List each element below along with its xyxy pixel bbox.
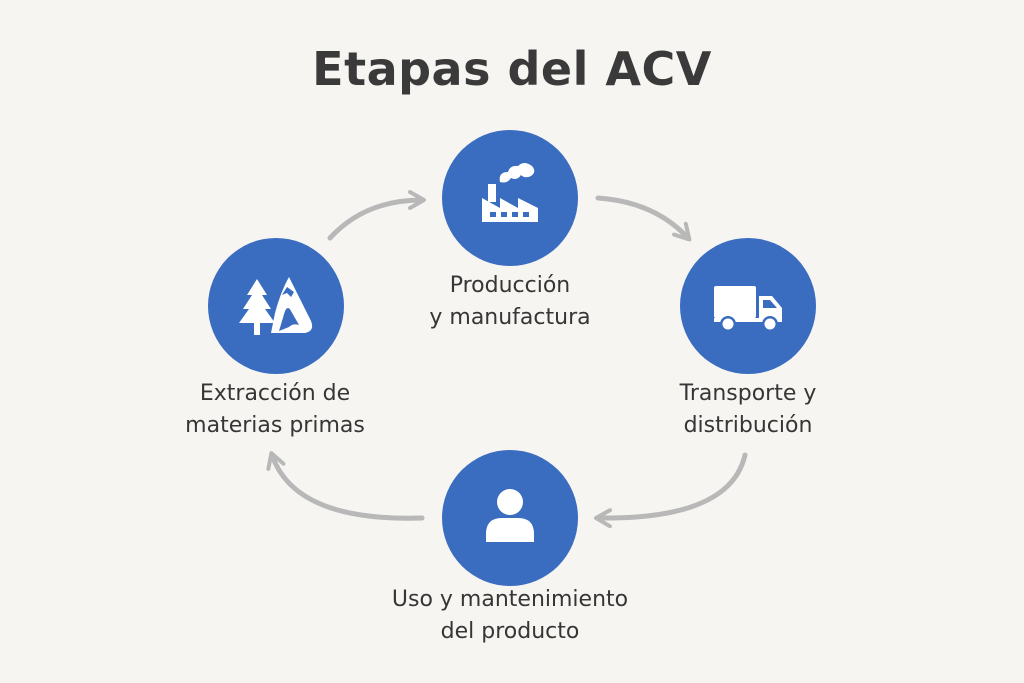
stage-production-label: Producción y manufactura <box>429 273 591 330</box>
arrow-transport-to-use <box>594 452 748 529</box>
stage-use-circle <box>442 450 578 586</box>
arrow-extraction-to-production <box>327 190 426 241</box>
tree-mountain-icon <box>239 277 313 335</box>
stage-use-label: Uso y mantenimiento del producto <box>391 587 629 644</box>
person-icon <box>486 489 534 542</box>
truck-icon <box>714 286 782 332</box>
page-title: Etapas del ACV <box>312 42 712 96</box>
stage-production-circle <box>442 130 578 266</box>
arrow-use-to-extraction <box>266 451 425 521</box>
factory-icon <box>482 163 538 222</box>
stage-extraction-circle <box>208 238 344 374</box>
stage-extraction-label: Extracción de materias primas <box>185 381 365 438</box>
stage-transport-label: Transporte y distribución <box>679 381 817 438</box>
arrow-production-to-transport <box>595 195 692 242</box>
stage-transport-circle <box>680 238 816 374</box>
